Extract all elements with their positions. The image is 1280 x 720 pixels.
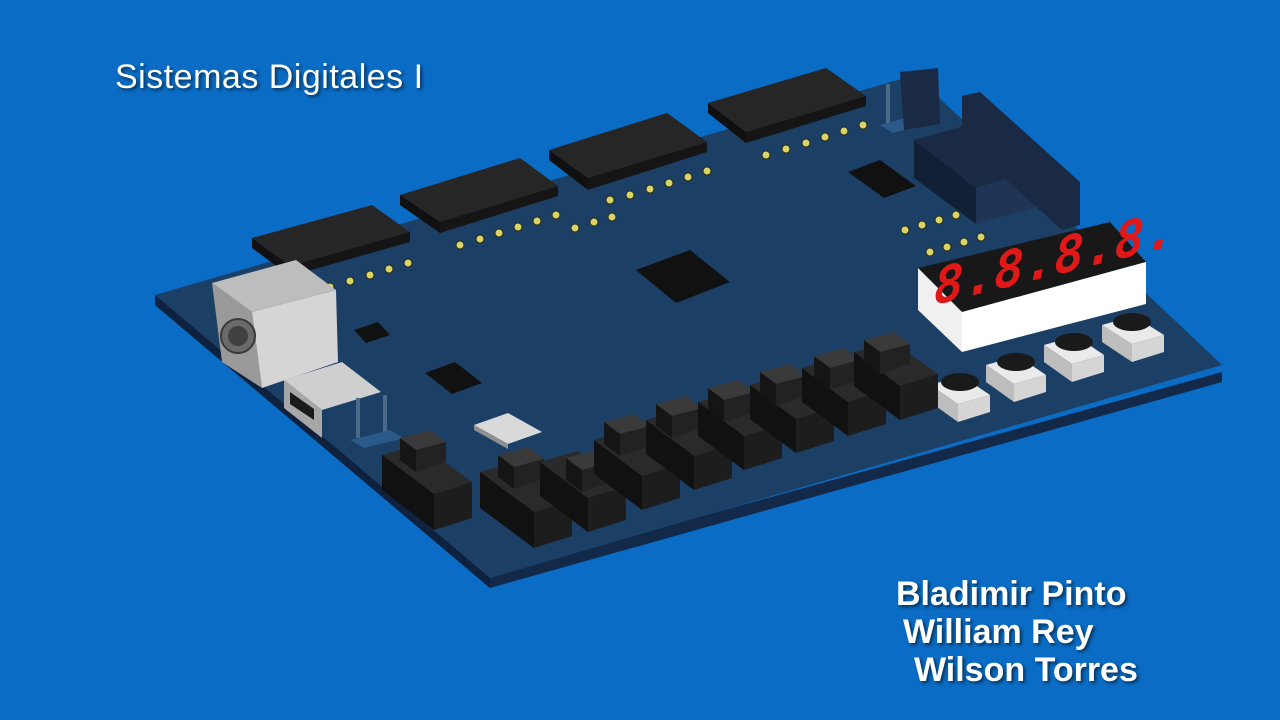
slide-switch [698,380,782,470]
pin-header [886,84,890,124]
chip [400,158,558,222]
board-edge [155,295,1222,588]
ps2-connector-top [212,260,336,312]
slide-switch [594,414,680,510]
vga-connector-front [914,140,976,224]
small-chip [354,322,390,343]
chip [290,232,410,276]
slide-switch [854,332,938,420]
chip [549,150,588,190]
oscillator-side [474,425,508,449]
pin-header [356,398,360,438]
chip [708,68,866,132]
slide-title: Sistemas Digitales I [115,58,424,96]
power-jack [962,92,1080,230]
chip [440,186,558,233]
slide-switches [382,332,938,548]
author-name: Bladimir Pinto [896,575,1127,613]
oscillator [474,413,542,444]
chip [400,195,440,233]
fpga-chip [636,250,730,303]
seven-segment-display: 8.8.8.8. [918,199,1175,352]
usb-port [290,392,314,420]
slide-switch [540,450,626,532]
small-chip [425,362,482,394]
author-name: Wilson Torres [914,651,1138,689]
push-button [986,353,1046,402]
chip [549,113,707,178]
push-button [1044,333,1104,382]
slide-switch [646,396,732,490]
small-chip [848,160,916,198]
top-chips [252,68,866,276]
ps2-connector-side [252,290,338,388]
chip [588,142,707,190]
chip [746,96,866,143]
chip [252,205,410,266]
author-name: William Rey [903,613,1094,651]
slide-switch [382,430,472,530]
push-button [1102,313,1164,362]
chip [708,103,746,143]
pads [325,120,986,292]
